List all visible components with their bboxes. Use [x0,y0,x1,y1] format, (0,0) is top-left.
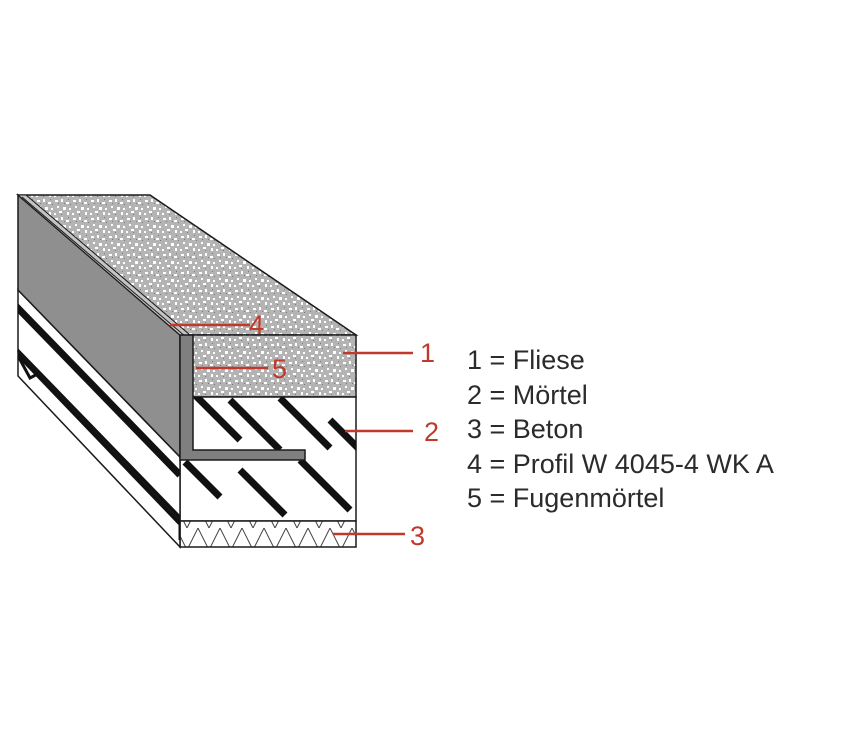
legend-item-4: 4 = Profil W 4045-4 WK A [467,448,774,479]
legend: 1 = Fliese 2 = Mörtel 3 = Beton 4 = Prof… [467,343,774,516]
profile-l-section [179,334,306,461]
callout-label-1: 1 [420,338,435,368]
concrete-left-face [17,350,181,549]
callout-label-4: 4 [249,310,264,340]
callout-label-2: 2 [424,417,439,447]
callout-label-5: 5 [272,354,287,384]
legend-item-2: 2 = Mörtel [467,379,588,410]
tile-front-face [179,334,357,398]
legend-item-5: 5 = Fugenmörtel [467,483,665,513]
callout-label-3: 3 [410,521,425,551]
legend-item-1: 1 = Fliese [467,345,585,375]
mortar-hatch-front [182,397,356,518]
concrete-front-face [179,520,357,548]
legend-item-3: 3 = Beton [467,414,584,444]
